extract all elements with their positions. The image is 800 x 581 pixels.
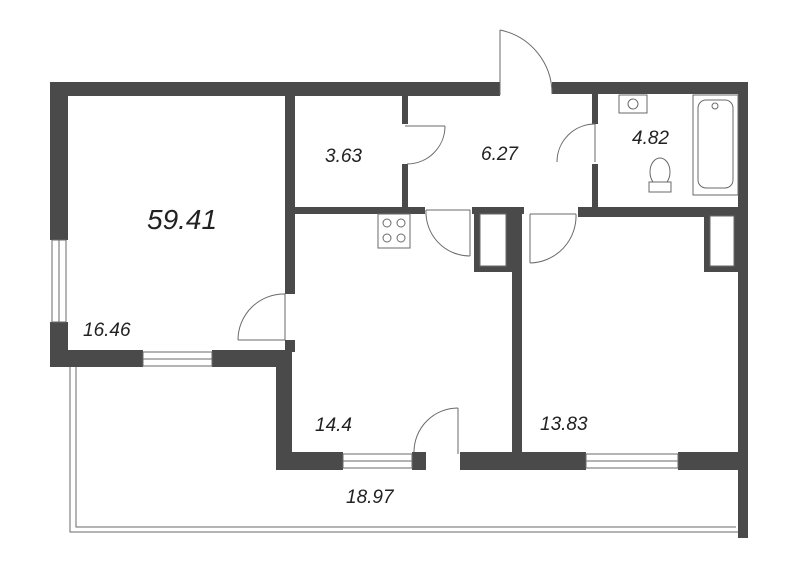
bedroom-door-swing-icon <box>529 213 577 264</box>
closet-icon <box>474 210 512 272</box>
balcony-outline <box>69 367 741 533</box>
window-icon <box>342 453 413 469</box>
bathtub-icon <box>692 94 739 196</box>
sink-icon <box>618 94 648 114</box>
toilet-icon <box>648 157 672 193</box>
window-icon <box>585 453 679 469</box>
room-area-bedroom: 13.83 <box>540 414 588 435</box>
room-area-storage: 3.63 <box>325 146 362 167</box>
room-area-hall: 6.27 <box>481 144 518 165</box>
entrance-door-swing-icon <box>499 29 553 95</box>
storage-door-swing-icon <box>405 125 446 165</box>
total-area-label: 59.41 <box>147 204 218 235</box>
window-icon <box>51 239 67 323</box>
closet-icon <box>704 210 738 272</box>
living-door-swing-icon <box>237 293 286 341</box>
bathroom-door-swing-icon <box>556 123 596 163</box>
window-icon <box>142 351 213 367</box>
balcony-door-swing-icon <box>413 407 459 454</box>
room-area-balcony: 18.97 <box>346 487 394 508</box>
stove-icon <box>377 213 411 249</box>
exterior-walls <box>50 82 748 538</box>
room-area-kitchen: 14.4 <box>315 415 352 436</box>
room-area-bathroom: 4.82 <box>632 128 669 149</box>
room-area-living: 16.46 <box>83 320 131 341</box>
kitchen-door-swing-icon <box>425 209 471 257</box>
